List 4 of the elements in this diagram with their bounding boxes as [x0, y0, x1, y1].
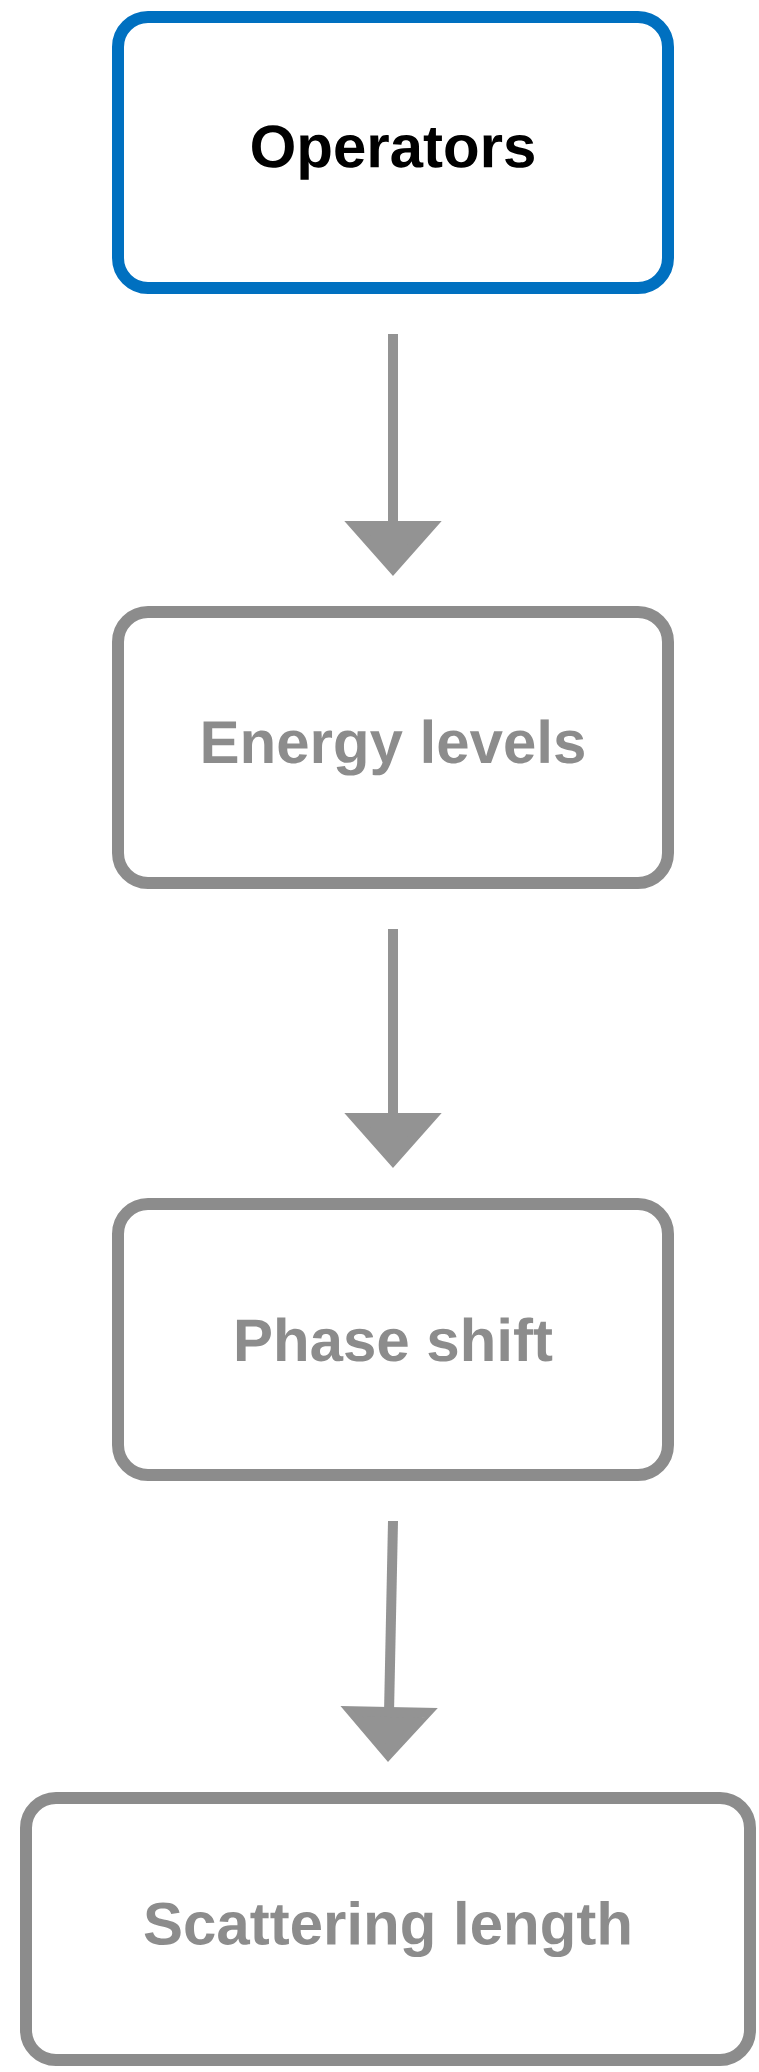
process-box: Operators — [112, 11, 674, 294]
process-box: Energy levels — [112, 606, 674, 889]
process-box: Scattering length — [20, 1792, 756, 2066]
process-box: Phase shift — [112, 1198, 674, 1481]
